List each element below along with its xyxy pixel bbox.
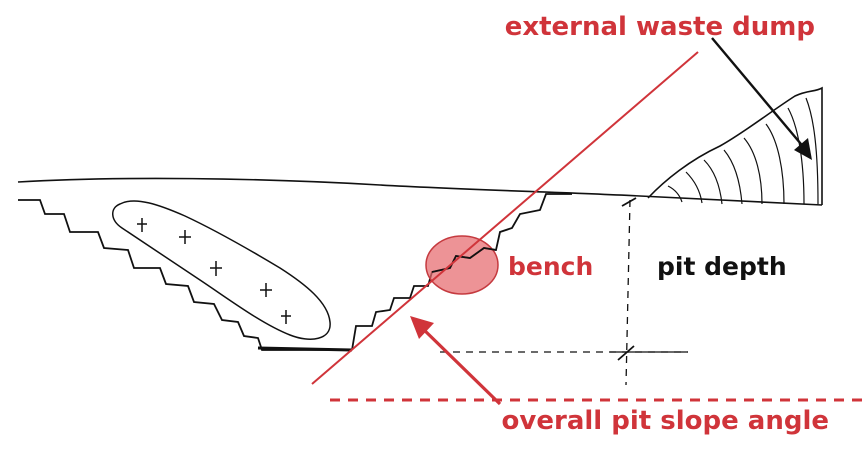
waste-dump-arrowhead [794,138,812,160]
pit-floor [257,346,353,352]
pit-depth-bottom-tick [617,345,635,361]
ground-surface [17,177,823,206]
waste-dump-arrow-shaft [711,37,807,151]
left-pit-wall-benches [18,199,352,351]
label-pit-depth: pit depth [657,252,787,281]
pit-depth-top-tick [621,197,637,207]
ore-body-outline [112,200,331,340]
waste-dump-hatching [667,97,819,205]
slope-angle-arrow-shaft [418,324,502,406]
ore-crosses [137,218,291,324]
label-overall-pit-slope-angle: overall pit slope angle [501,406,829,436]
label-bench: bench [508,252,594,281]
slope-angle-arrowhead [410,316,434,339]
waste-dump-outline [647,86,823,205]
label-external-waste-dump: external waste dump [504,12,815,42]
pit-depth-dimension-line [625,199,631,386]
bench-highlight [425,235,499,295]
overall-slope-line [311,51,699,385]
